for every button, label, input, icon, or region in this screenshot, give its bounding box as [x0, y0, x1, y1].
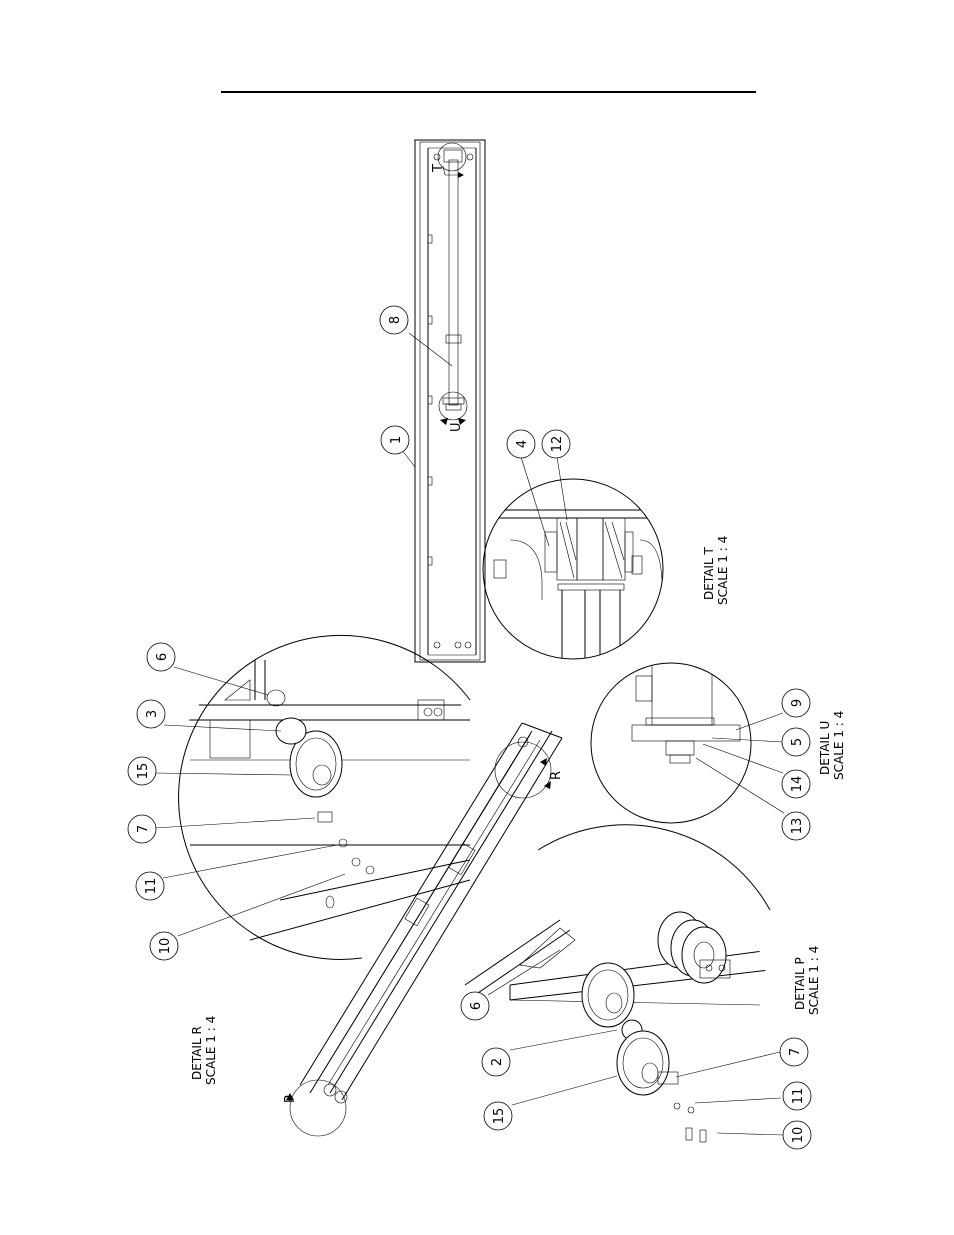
svg-text:6: 6 — [469, 1002, 484, 1010]
svg-text:8: 8 — [388, 316, 403, 324]
svg-text:14: 14 — [790, 776, 805, 793]
detail-p-view: DETAIL P SCALE 1 : 4 — [465, 825, 821, 1142]
balloon-7-detail-r: 7 — [128, 815, 156, 843]
view-marker-t: T — [431, 164, 446, 173]
svg-text:3: 3 — [145, 710, 160, 718]
svg-text:7: 7 — [788, 1048, 803, 1056]
svg-text:7: 7 — [136, 825, 151, 833]
balloon-15-detail-r: 15 — [128, 757, 156, 785]
balloon-10-detail-r: 10 — [150, 932, 178, 960]
main-frame-view: T U — [415, 140, 485, 662]
svg-text:5: 5 — [790, 738, 805, 746]
svg-text:4: 4 — [515, 440, 530, 448]
balloon-11-detail-r: 11 — [136, 872, 164, 900]
detail-r-view — [179, 635, 470, 959]
svg-text:13: 13 — [790, 818, 805, 835]
balloon-7-detail-p: 7 — [780, 1038, 808, 1066]
detail-t-view: DETAIL T SCALE 1 : 4 — [480, 457, 730, 660]
balloon-1: 1 — [381, 426, 409, 454]
detail-u-name: DETAIL U — [818, 721, 832, 775]
svg-text:9: 9 — [790, 699, 805, 707]
detail-t-name: DETAIL T — [702, 547, 716, 600]
view-marker-p: P — [283, 1095, 298, 1103]
detail-u-scale: SCALE 1 : 4 — [832, 711, 846, 780]
svg-text:11: 11 — [144, 878, 159, 895]
balloon-layer: 8 1 4 12 6 3 15 7 11 10 9 5 14 13 6 2 15… — [128, 306, 811, 1149]
balloon-10-detail-p: 10 — [783, 1121, 811, 1149]
svg-text:10: 10 — [158, 938, 173, 955]
balloon-4: 4 — [507, 430, 535, 458]
balloon-11-detail-p: 11 — [783, 1082, 811, 1110]
balloon-14: 14 — [782, 770, 810, 798]
detail-p-scale: SCALE 1 : 4 — [807, 946, 821, 1015]
balloon-12: 12 — [542, 430, 570, 458]
balloon-8: 8 — [380, 306, 408, 334]
svg-text:11: 11 — [791, 1088, 806, 1105]
svg-text:2: 2 — [490, 1058, 505, 1066]
view-marker-r: R — [549, 771, 564, 780]
balloon-9: 9 — [782, 689, 810, 717]
detail-r-scale: SCALE 1 : 4 — [204, 1016, 218, 1085]
balloon-2: 2 — [482, 1048, 510, 1076]
svg-text:1: 1 — [389, 436, 404, 444]
svg-text:10: 10 — [791, 1127, 806, 1144]
detail-p-name: DETAIL P — [793, 957, 807, 1010]
detail-t-scale: SCALE 1 : 4 — [716, 536, 730, 605]
balloon-6-detail-p: 6 — [461, 992, 489, 1020]
balloon-13: 13 — [782, 812, 810, 840]
balloon-15-detail-p: 15 — [484, 1102, 512, 1130]
balloon-3: 3 — [137, 700, 165, 728]
svg-text:15: 15 — [136, 763, 151, 780]
detail-r-name: DETAIL R — [190, 1026, 204, 1080]
svg-text:6: 6 — [155, 653, 170, 661]
view-marker-u: U — [449, 422, 464, 432]
svg-text:15: 15 — [492, 1108, 507, 1125]
balloon-5: 5 — [782, 728, 810, 756]
balloon-6-detail-r: 6 — [147, 643, 175, 671]
svg-text:12: 12 — [550, 436, 565, 453]
